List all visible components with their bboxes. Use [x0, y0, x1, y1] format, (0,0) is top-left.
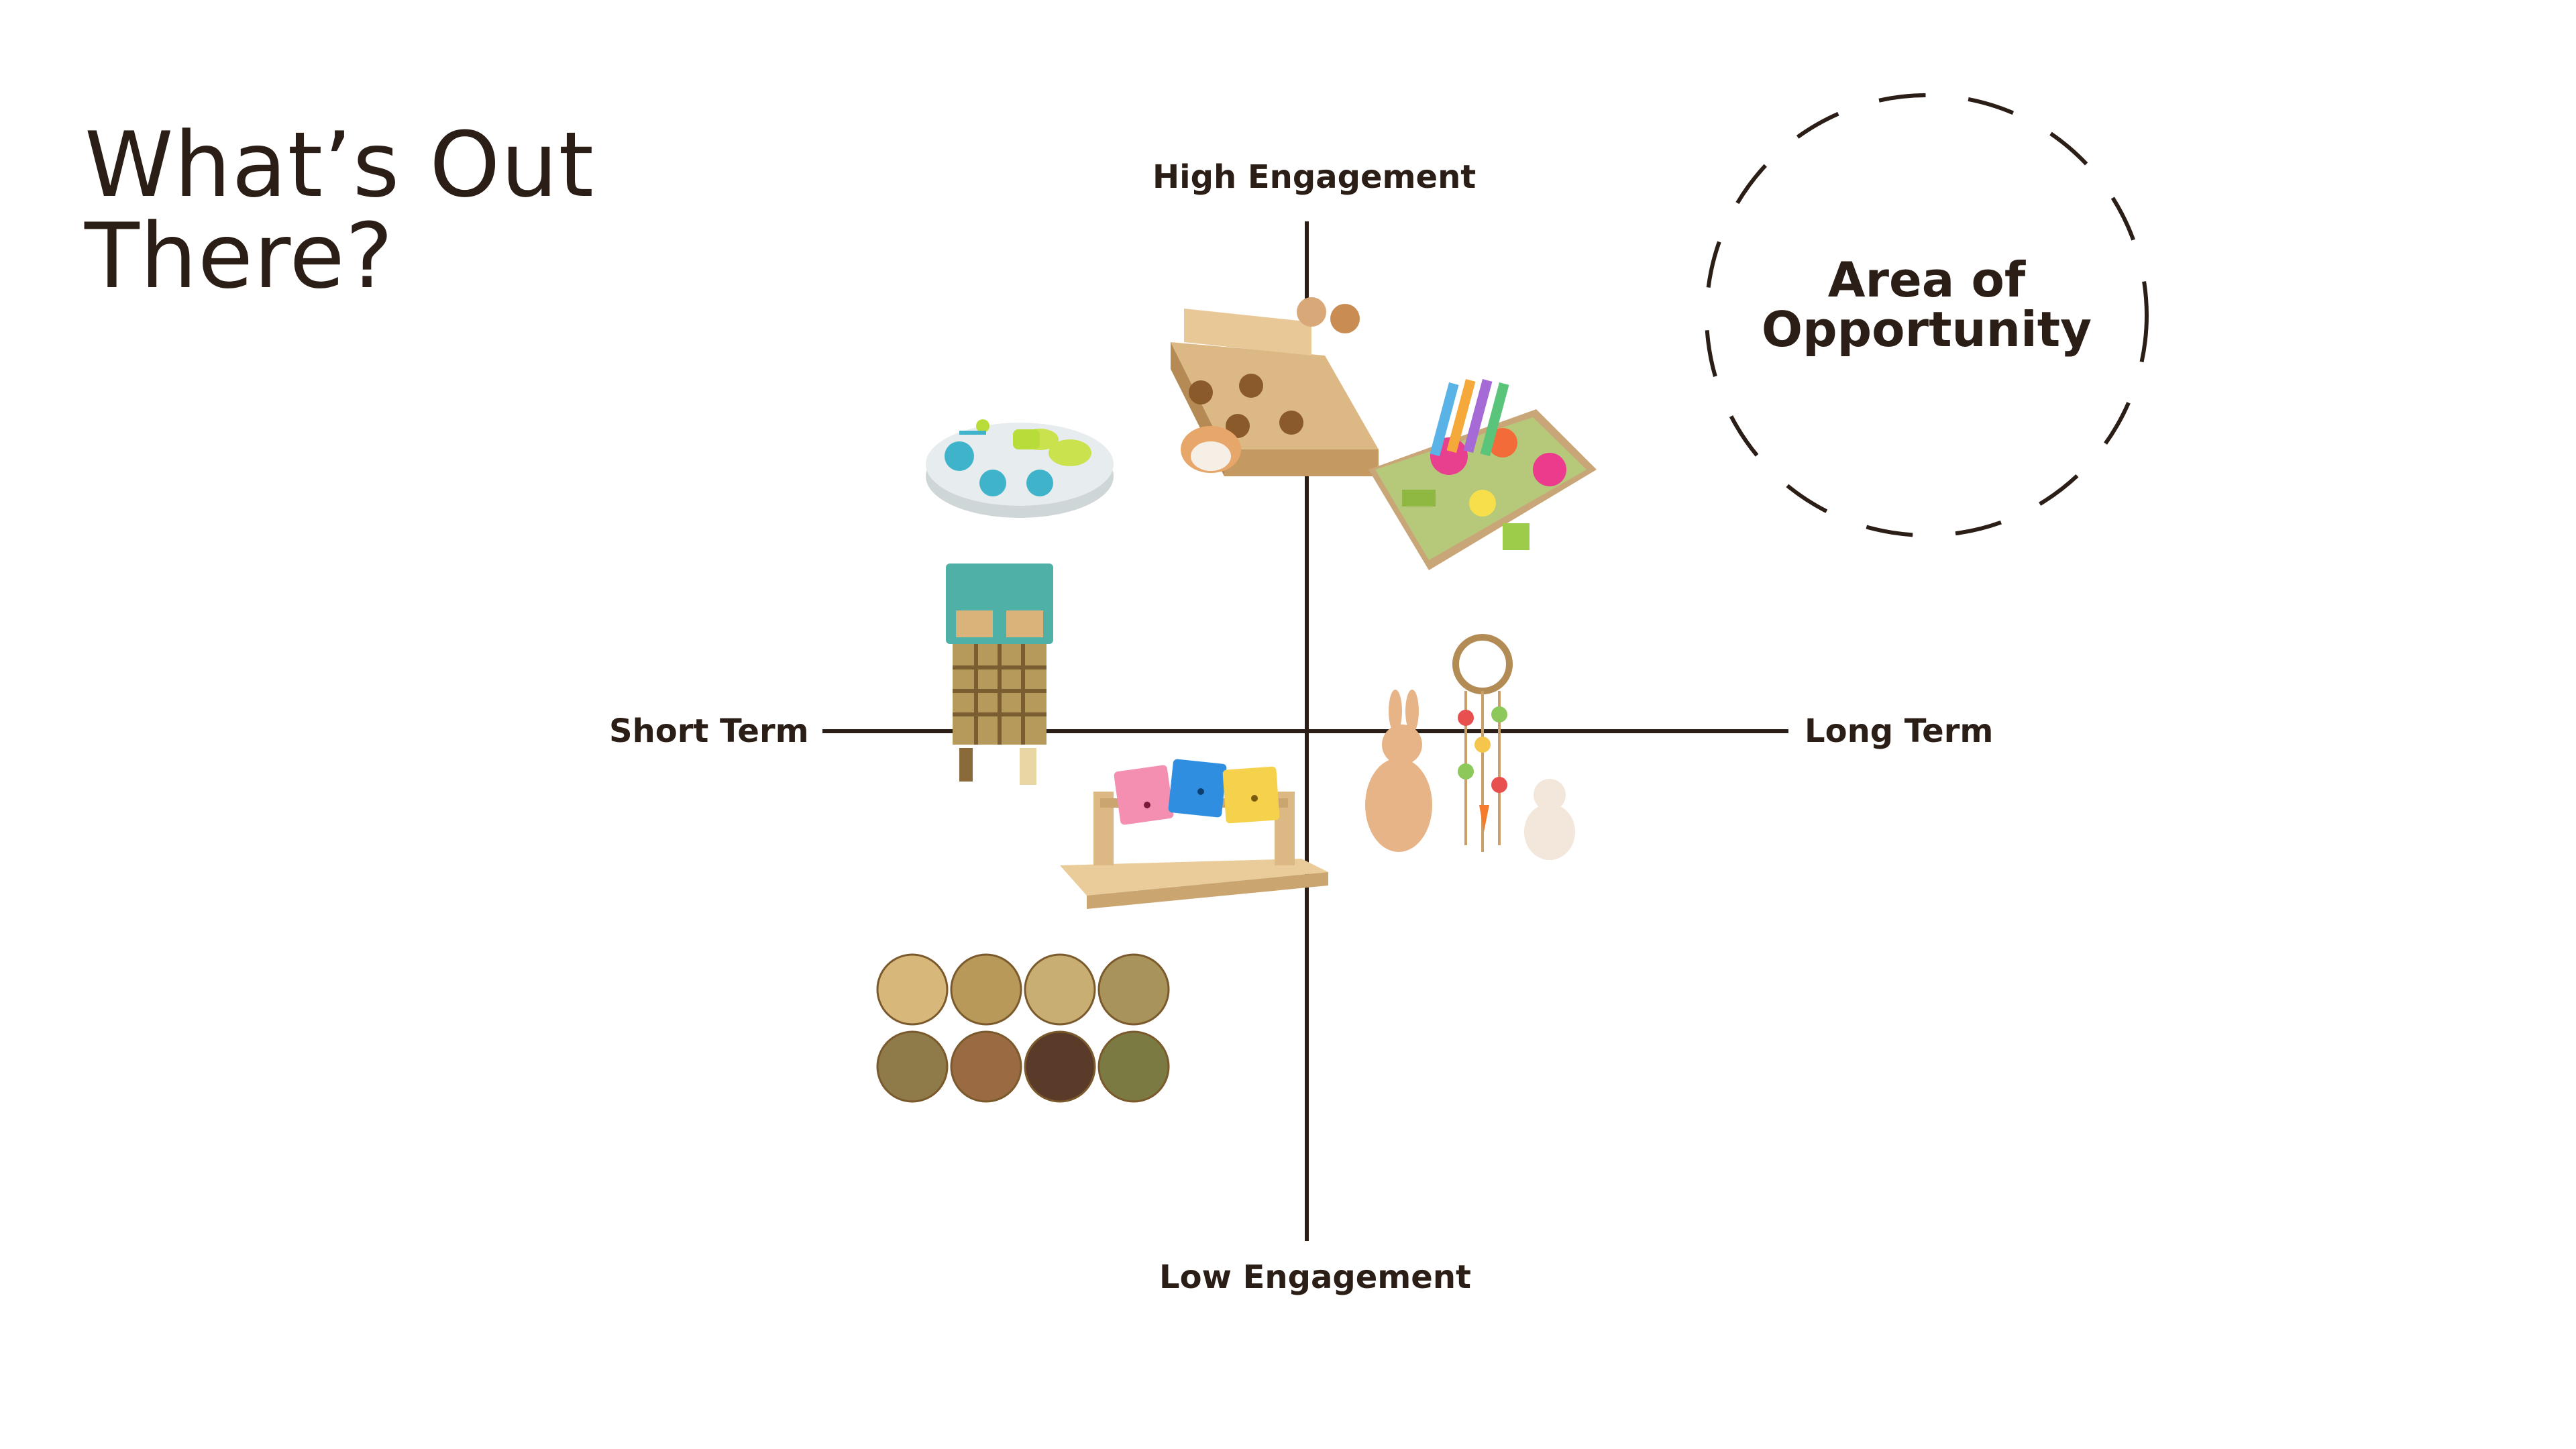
horizontal-axis [822, 729, 1788, 733]
title-line-1: What’s Out [85, 113, 595, 217]
axis-label-long-term: Long Term [1805, 712, 1994, 750]
opportunity-label-line-2: Opportunity [1761, 301, 2092, 358]
axis-label-short-term: Short Term [609, 712, 809, 750]
wooden-hamster-treat-board-image [1171, 297, 1379, 476]
hanging-chew-garland-image [1365, 634, 1575, 860]
colorful-block-spinner-image [1060, 759, 1328, 909]
woven-ball-set-image [876, 953, 1170, 1103]
title-line-2: There? [85, 204, 394, 309]
flower-puzzle-feeder-image [926, 419, 1114, 518]
hanging-play-wall-image [946, 564, 1053, 785]
opportunity-label: Area of Opportunity [1699, 255, 2155, 354]
axis-label-high-engagement: High Engagement [1152, 158, 1477, 196]
page-title: What’s Out There? [85, 119, 594, 302]
axis-label-low-engagement: Low Engagement [1159, 1258, 1471, 1296]
foraging-toy-box-image [1368, 379, 1597, 570]
opportunity-dashed-circle [1705, 93, 2149, 537]
opportunity-label-line-1: Area of [1827, 252, 2026, 308]
